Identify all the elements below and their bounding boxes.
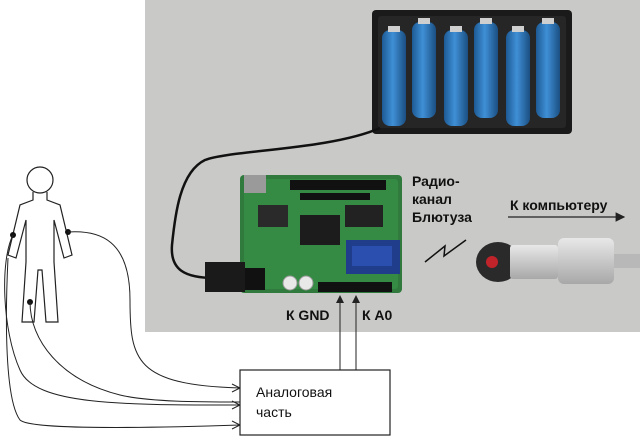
wire-left-arm [4,234,241,406]
label-radio-3: Блютуза [412,209,472,225]
label-to-computer: К компьютеру [510,197,608,213]
human-figure-icon [7,166,73,323]
battery-cell [506,30,530,126]
label-radio-2: канал [412,191,452,207]
battery-cell [382,30,406,126]
battery-cell [536,22,560,118]
battery-terminal [542,18,554,24]
battery-terminal [480,18,492,24]
battery-cell [412,22,436,118]
label-a0: К А0 [362,307,393,323]
battery-pack [372,10,572,134]
battery-cell [474,22,498,118]
wire-ground [5,257,241,428]
analog-block [239,369,391,436]
radio-wave-symbol [424,239,467,263]
wire-right-arm [67,231,241,389]
label-gnd: К GND [286,307,330,323]
usb-dongle [476,238,640,284]
battery-cable [170,126,381,280]
arduino-board [205,175,402,293]
battery-terminal [388,26,400,32]
battery-cell [444,30,468,126]
battery-terminal [418,18,430,24]
battery-terminal [450,26,462,32]
wire-leg [29,301,241,403]
battery-terminal [512,26,524,32]
analog-label-1: Аналоговая [256,384,332,400]
analog-label-2: часть [256,404,292,420]
label-radio-1: Радио- [412,173,460,189]
